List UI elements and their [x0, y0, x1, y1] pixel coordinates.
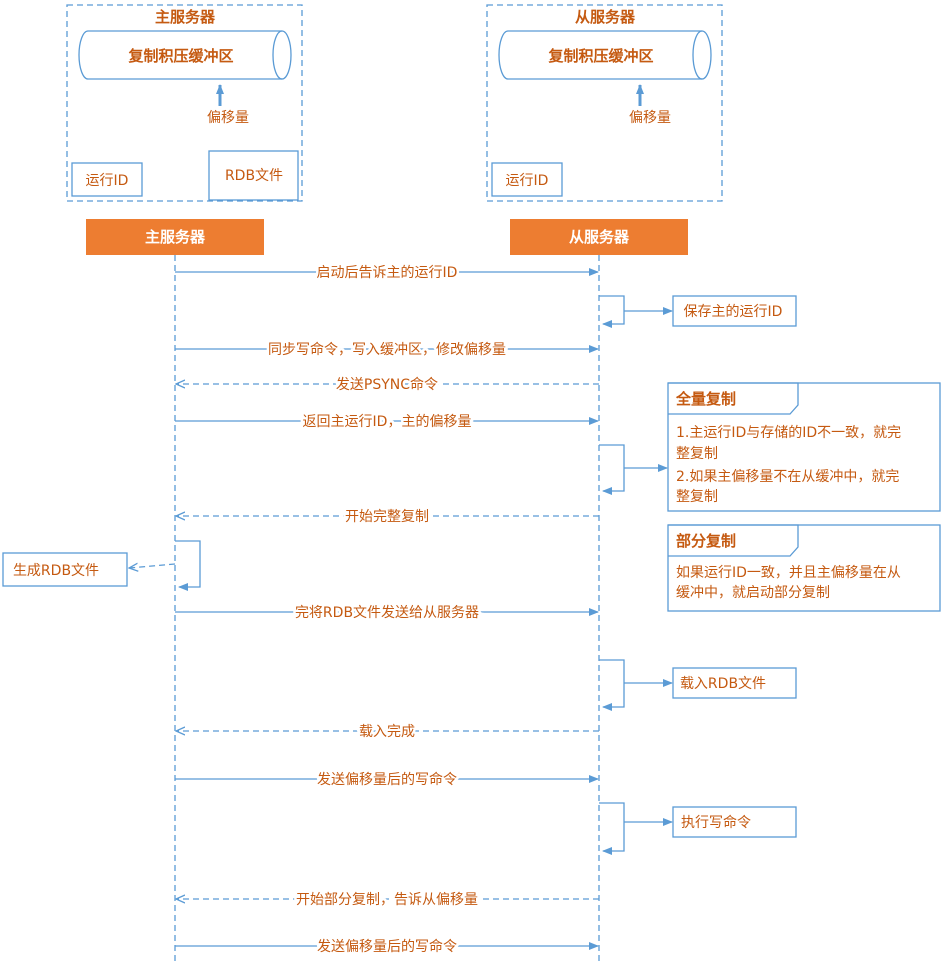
message-label: 同步写命令，写入缓冲区，修改偏移量: [268, 341, 506, 358]
note-partial-line: 如果运行ID一致，并且主偏移量在从: [676, 565, 901, 581]
note-load-rdb-label: 载入RDB文件: [680, 676, 766, 692]
message-8: 发送偏移量后的写命令: [175, 769, 599, 791]
message-label: 载入完成: [359, 724, 415, 740]
master-panel: 主服务器 复制积压缓冲区 偏移量 运行ID RDB文件: [66, 4, 303, 202]
master-run-id-label: 运行ID: [86, 173, 129, 189]
message-label: 启动后告诉主的运行ID: [317, 265, 458, 281]
note-exec-cmd: [672, 806, 797, 838]
slave-panel-title: 从服务器: [575, 8, 636, 26]
slave-lifeline-header: [510, 219, 688, 255]
self-call-save-run-id: 保存主的运行ID: [599, 295, 797, 328]
master-offset-label: 偏移量: [207, 110, 249, 126]
message-10: 发送偏移量后的写命令: [175, 936, 599, 958]
note-gen-rdb: [2, 552, 128, 587]
slave-panel: 从服务器 复制积压缓冲区 偏移量 运行ID: [486, 4, 723, 202]
message-7: 载入完成: [176, 722, 599, 743]
master-rdb-box: [208, 150, 299, 201]
message-label: 发送PSYNC命令: [336, 376, 438, 393]
note-partial-replication: 部分复制 如果运行ID一致，并且主偏移量在从 缓冲中，就启动部分复制: [667, 524, 941, 612]
message-label: 发送偏移量后的写命令: [317, 938, 457, 955]
note-load-rdb: [672, 667, 797, 699]
slave-panel-frame: [486, 4, 723, 202]
master-lifeline-title: 主服务器: [145, 228, 206, 246]
note-full-line: 2.如果主偏移量不在从缓冲中，就完: [676, 469, 899, 485]
note-full-line: 整复制: [676, 488, 718, 505]
slave-buffer: 复制积压缓冲区: [498, 30, 712, 80]
note-gen-rdb-label: 生成RDB文件: [13, 563, 99, 579]
master-panel-title: 主服务器: [155, 8, 216, 26]
slave-offset-label: 偏移量: [629, 110, 671, 126]
message-2: 同步写命令，写入缓冲区，修改偏移量: [175, 339, 599, 361]
note-full-replication: 全量复制 1.主运行ID与存储的ID不一致，就完 整复制 2.如果主偏移量不在从…: [667, 382, 941, 512]
self-call-full-replication: [599, 444, 668, 495]
note-exec-cmd-label: 执行写命令: [681, 814, 751, 831]
note-save-run-id: [672, 295, 797, 327]
master-buffer-label: 复制积压缓冲区: [127, 47, 233, 65]
note-full-title: 全量复制: [675, 390, 736, 408]
message-label: 返回主运行ID，主的偏移量: [303, 414, 472, 430]
master-panel-frame: [66, 4, 303, 202]
note-partial-title: 部分复制: [676, 532, 736, 550]
message-label: 开始部分复制，告诉从偏移量: [296, 891, 478, 908]
master-buffer: 复制积压缓冲区: [78, 30, 292, 80]
message-9: 开始部分复制，告诉从偏移量: [176, 889, 599, 911]
self-call-load-rdb: 载入RDB文件: [599, 659, 797, 711]
self-call-gen-rdb: 生成RDB文件: [2, 540, 201, 591]
master-run-id-box: [71, 162, 143, 197]
message-label: 发送偏移量后的写命令: [317, 771, 457, 788]
note-full-line: 1.主运行ID与存储的ID不一致，就完: [676, 425, 901, 441]
note-partial-line: 缓冲中，就启动部分复制: [676, 584, 830, 601]
slave-buffer-label: 复制积压缓冲区: [547, 47, 653, 65]
message-5: 开始完整复制: [176, 506, 599, 528]
note-full-line: 整复制: [676, 445, 718, 462]
slave-run-id-box: [491, 162, 563, 197]
message-1: 启动后告诉主的运行ID: [175, 263, 599, 284]
slave-lifeline-title: 从服务器: [569, 228, 630, 246]
message-3: 发送PSYNC命令: [176, 374, 599, 396]
message-label: 开始完整复制: [345, 508, 429, 525]
slave-run-id-label: 运行ID: [506, 173, 549, 189]
message-4: 返回主运行ID，主的偏移量: [175, 412, 599, 433]
master-rdb-label: RDB文件: [225, 168, 283, 184]
message-label: 完将RDB文件发送给从服务器: [295, 605, 479, 621]
self-call-exec-cmd: 执行写命令: [599, 802, 797, 855]
master-lifeline-header: [86, 219, 264, 255]
message-6: 完将RDB文件发送给从服务器: [175, 603, 599, 624]
note-save-run-id-label: 保存主的运行ID: [684, 304, 783, 320]
